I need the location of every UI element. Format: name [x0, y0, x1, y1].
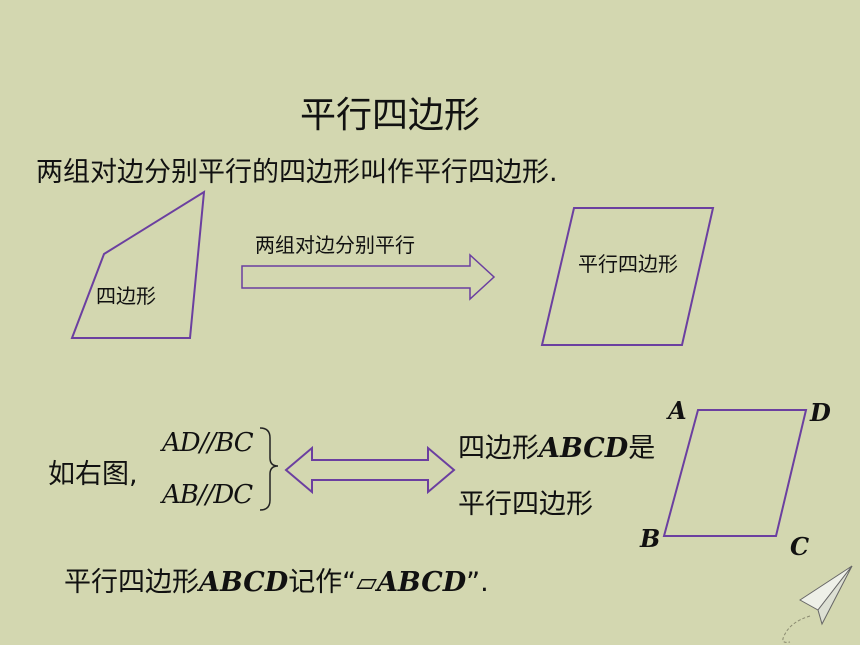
result-line-1: 四边形ABCD是 [458, 426, 655, 465]
vertex-d: D [810, 398, 831, 427]
definition-text: 两组对边分别平行的四边形叫作平行四边形. [36, 157, 558, 188]
result-abcd: ABCD [539, 433, 629, 464]
notation-text: 平行四边形ABCD记作“▱ABCD”. [64, 560, 489, 599]
quadrilateral-shape [70, 190, 206, 339]
notation-abcd-2: ABCD [376, 567, 467, 598]
parallelogram-label: 平行四边形 [578, 252, 678, 276]
parallelogram-symbol: ▱ [356, 567, 377, 598]
arrow-label: 两组对边分别平行 [255, 233, 415, 257]
vertex-a: A [668, 396, 687, 425]
paper-plane-icon [782, 565, 853, 643]
condition-ad-bc: AD//BC [162, 428, 254, 458]
quadrilateral-label: 四边形 [96, 284, 156, 308]
vertex-c: C [790, 532, 810, 561]
transform-arrow [241, 253, 496, 301]
parallelogram-abcd [662, 409, 808, 537]
notation-abcd: ABCD [199, 567, 289, 598]
notation-end: ”. [466, 567, 489, 598]
notation-mid: 记作“ [288, 567, 357, 598]
condition-ab-dc: AB//DC [162, 480, 253, 510]
result-line-2: 平行四边形 [458, 489, 593, 520]
result-prefix: 四边形 [458, 433, 539, 464]
example-prefix: 如右图, [48, 459, 138, 490]
notation-pre: 平行四边形 [64, 567, 199, 598]
condition-brace [259, 427, 279, 511]
page-title: 平行四边形 [300, 95, 481, 136]
parallelogram-shape [540, 207, 715, 346]
result-suffix: 是 [628, 433, 656, 464]
vertex-b: B [640, 524, 661, 553]
equivalence-arrow [284, 445, 456, 495]
